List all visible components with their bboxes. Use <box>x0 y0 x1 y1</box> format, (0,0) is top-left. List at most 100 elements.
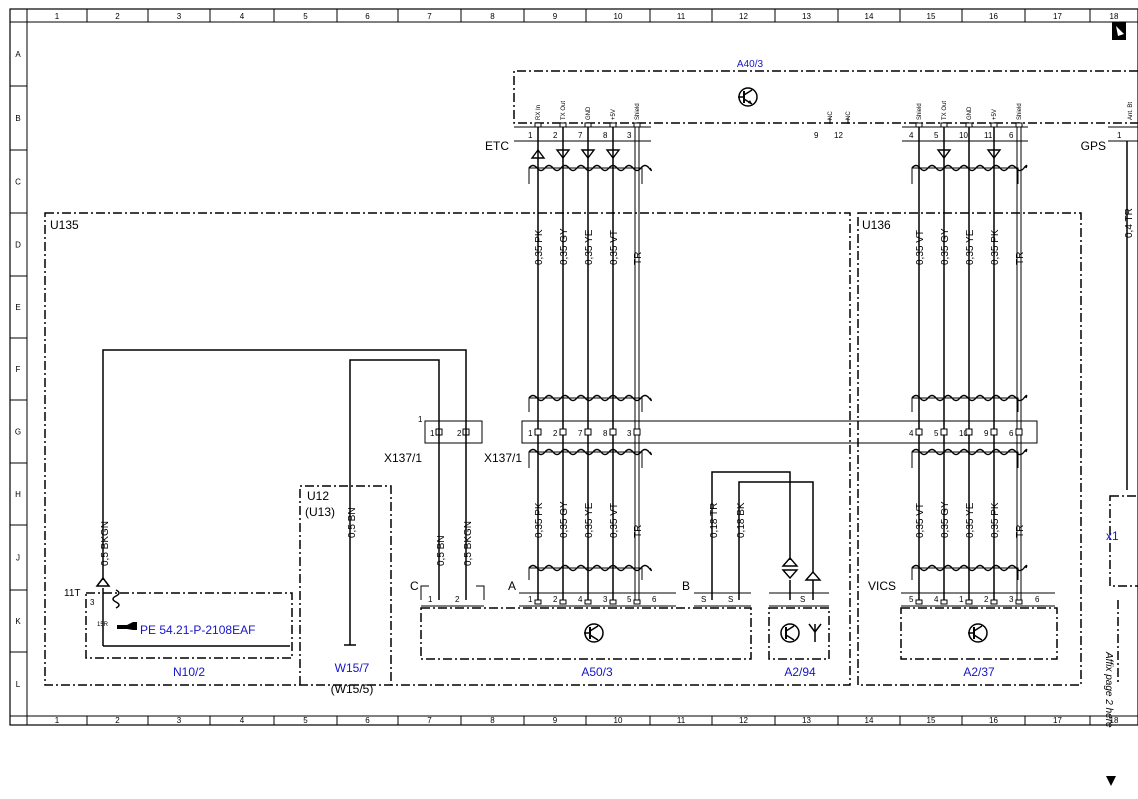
vics-shield-box <box>911 397 1019 412</box>
a50-b-pin-s1: S <box>701 595 706 604</box>
column-label-bottom-9: 9 <box>553 716 558 725</box>
vics-a40-contact <box>940 122 948 128</box>
a50-conn-a-label: A <box>508 579 516 593</box>
x137-1-label-left: X137/1 <box>384 451 422 465</box>
vics-signal-label: TX Out <box>942 101 948 120</box>
a50-b-pin-s2: S <box>728 595 733 604</box>
column-label-bottom-2: 2 <box>115 716 120 725</box>
transistor-icon <box>780 623 800 643</box>
column-label-16: 16 <box>989 12 998 21</box>
a2-37-pin-6: 6 <box>1035 595 1040 604</box>
vics-bottom-pin: 5 <box>909 595 914 604</box>
row-label-A: A <box>15 50 21 59</box>
vics-x137-contact <box>1015 428 1023 436</box>
column-label-bottom-7: 7 <box>427 716 432 725</box>
etc-bottom-contact <box>559 599 567 605</box>
etc-x137-contact <box>609 428 617 436</box>
etc-a40-contact <box>584 122 592 128</box>
row-label-D: D <box>15 241 21 250</box>
gps-partial: 0,4 TR x1 <box>1106 141 1138 685</box>
nc-signal-label: NC <box>828 111 834 120</box>
vics-label: VICS <box>868 579 896 593</box>
etc-a40-pin: 3 <box>627 131 632 140</box>
etc-a40-contact <box>609 122 617 128</box>
column-label-bottom-18: 18 <box>1110 716 1119 725</box>
u136-label: U136 <box>862 218 891 232</box>
etc-label: ETC <box>485 139 509 153</box>
vics-wire-label-upper: 0,35 GY <box>940 228 951 265</box>
transistor-icon <box>738 87 758 107</box>
vics-harness-wave <box>911 394 1028 402</box>
nc-signal-label: NC <box>846 111 852 120</box>
u13-label: (U13) <box>305 505 335 519</box>
vics-x137-pin: 4 <box>909 429 914 438</box>
arrow-down-icon <box>580 149 596 160</box>
vics-x137-contact <box>965 428 973 436</box>
etc-a40-pin: 1 <box>528 131 533 140</box>
etc-wire-label-lower: 0,35 VT <box>609 503 620 538</box>
column-label-bottom-3: 3 <box>177 716 182 725</box>
vics-wire-label-upper: 0,35 PK <box>990 229 1001 265</box>
x137-bn-wire-label: 0,5 BN <box>436 535 447 566</box>
column-label-bottom-11: 11 <box>677 716 686 725</box>
column-label-17: 17 <box>1053 12 1062 21</box>
column-label-14: 14 <box>865 12 874 21</box>
row-label-J: J <box>16 554 20 563</box>
vics-wire-label-lower: TR <box>1015 525 1026 538</box>
column-label-bottom-4: 4 <box>240 716 245 725</box>
column-label-6: 6 <box>365 12 370 21</box>
column-label-bottom-12: 12 <box>739 716 748 725</box>
n10-pin-3: 3 <box>90 598 95 607</box>
etc-x137-contact <box>559 428 567 436</box>
reference-link[interactable]: PE 54.21-P-2108EAF <box>140 623 255 637</box>
drawing-frame <box>9 8 1138 726</box>
row-label-E: E <box>15 303 20 312</box>
column-label-11: 11 <box>677 12 686 21</box>
column-label-5: 5 <box>303 12 308 21</box>
x137-left-pin: 2 <box>457 429 462 438</box>
vics-wire-label-lower: 0,35 GY <box>940 501 951 538</box>
vics-bottom-contact <box>990 599 998 605</box>
vics-wire-label-upper: 0,35 VT <box>915 230 926 265</box>
row-label-L: L <box>16 680 21 689</box>
column-label-10: 10 <box>614 12 623 21</box>
etc-a40-contact <box>633 122 641 128</box>
transistor-icon <box>584 623 604 643</box>
etc-wire-label-lower: TR <box>633 525 644 538</box>
column-label-8: 8 <box>490 12 495 21</box>
column-label-bottom-13: 13 <box>802 716 811 725</box>
etc-x137-pin: 2 <box>553 429 558 438</box>
vics-a40-contact <box>1015 122 1023 128</box>
vics-bottom-contact <box>940 599 948 605</box>
page-corner-icon <box>1112 22 1126 40</box>
a50-3-label: A50/3 <box>581 665 613 679</box>
a50-c-pin-1: 1 <box>428 595 433 604</box>
a2-37-module: VICS A2/37 <box>868 579 1058 679</box>
vics-harness-wave <box>911 448 1028 456</box>
etc-shield-box <box>528 451 643 468</box>
row-label-C: C <box>15 178 21 187</box>
etc-bottom-pin: 4 <box>578 595 583 604</box>
gps-pin-number: 1 <box>1117 131 1122 140</box>
nc-pin-number: 9 <box>814 131 819 140</box>
column-label-13: 13 <box>802 12 811 21</box>
vics-a40-pin: 11 <box>984 131 993 140</box>
a40-3-label: A40/3 <box>737 59 764 70</box>
row-label-B: B <box>15 114 20 123</box>
x137-pin-ref: 1 <box>418 415 423 424</box>
etc-bottom-pin: 1 <box>528 595 533 604</box>
u135-boundary <box>44 212 851 686</box>
vics-wire-label-lower: 0,35 VT <box>915 503 926 538</box>
etc-x137-contact <box>534 428 542 436</box>
a50-conn-b-label: B <box>682 579 690 593</box>
n10-2-label: N10/2 <box>173 665 205 679</box>
vics-wire-label-lower: 0,35 YE <box>965 502 976 538</box>
vics-shield-box <box>911 167 1019 184</box>
u12-module: U12 (U13) W15/7 (W15/5) <box>299 485 392 696</box>
u136-boundary <box>857 212 1082 686</box>
vics-a40-pin: 4 <box>909 131 914 140</box>
etc-signal-label: RX In <box>536 105 542 120</box>
arrow-down-icon <box>936 149 952 160</box>
vics-bottom-pin: 1 <box>959 595 964 604</box>
